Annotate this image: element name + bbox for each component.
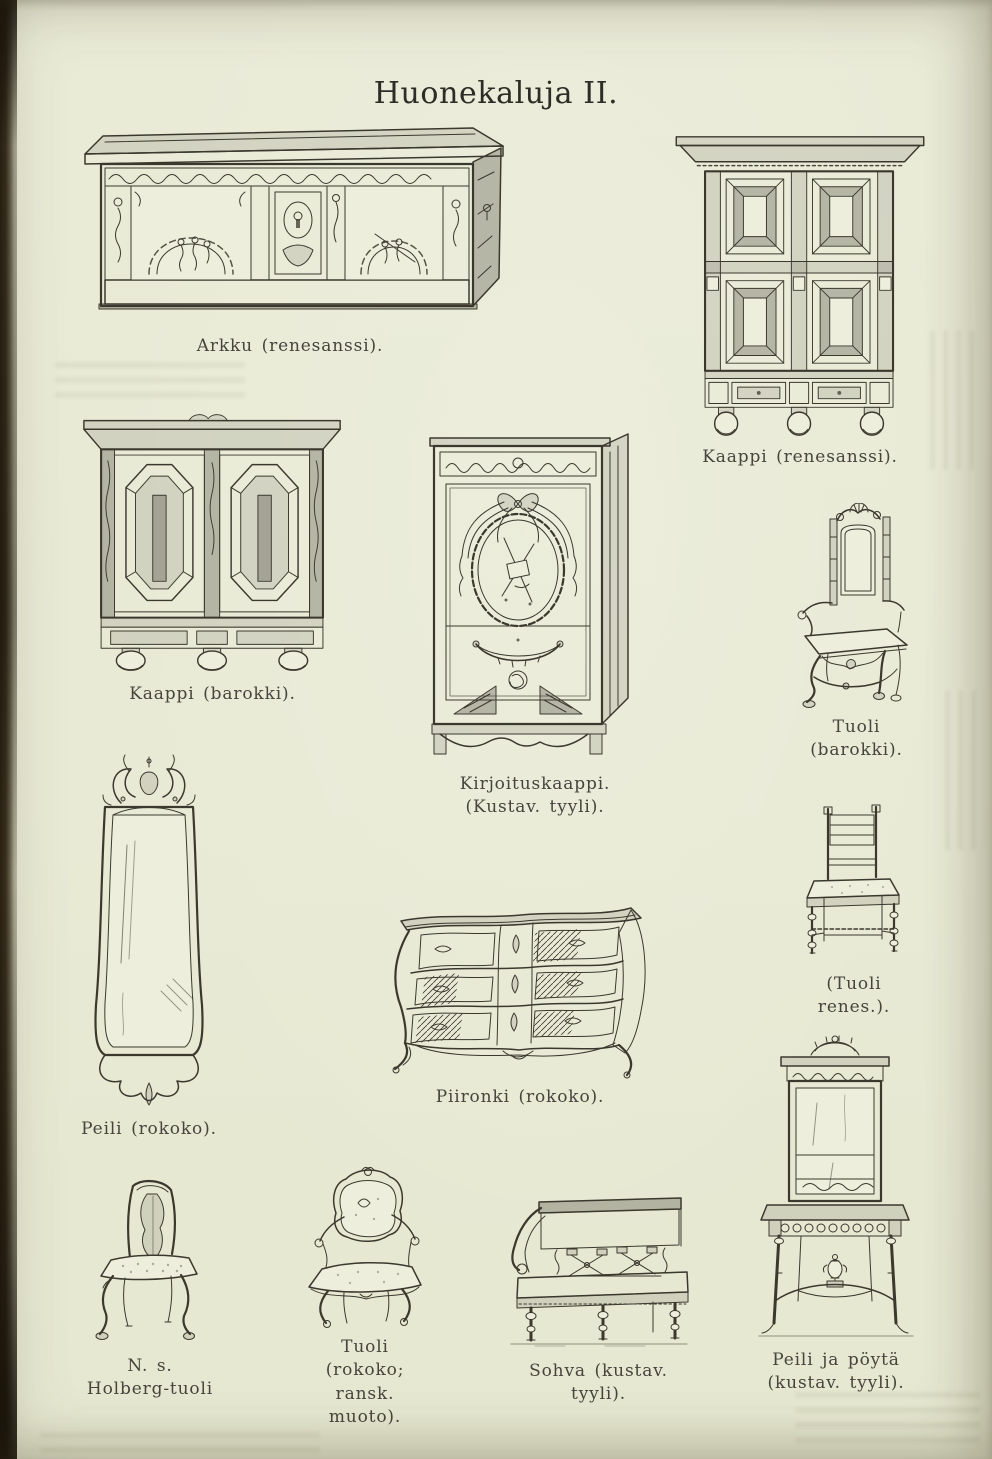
figure-caption-kirjoituskaappi-line2: (Kustav. tyyli). — [465, 797, 605, 818]
figure-holberg-tuoli: N. s. Holberg-tuoli — [83, 1178, 217, 1402]
piironki-engraving — [385, 893, 655, 1080]
piironki-drawing — [392, 907, 646, 1079]
show-through-smudge — [945, 690, 985, 850]
figure-tuoli-rokoko: Tuoli (rokoko; ransk. muoto). — [298, 1163, 432, 1430]
figure-caption-arkku: Arkku (renesanssi). — [196, 336, 384, 356]
figure-kaappi-renesanssi: Kaappi (renesanssi). — [665, 133, 935, 469]
peili-rokoko-engraving — [63, 753, 235, 1110]
figure-sohva: Sohva (kustav. tyyli). — [505, 1188, 692, 1407]
tuoli-barokki-drawing — [797, 503, 908, 708]
figure-kirjoituskaappi: Kirjoituskaappi. (Kustav. tyyli). — [420, 418, 650, 820]
figure-caption-peili-rokoko: Peili (rokoko). — [81, 1119, 217, 1139]
show-through-smudge — [55, 362, 245, 398]
tuoli-renessanssi-drawing — [806, 804, 900, 955]
figure-kaappi-barokki: Kaappi (barokki). — [70, 413, 355, 706]
figure-tuoli-renessanssi: (Tuoli renes.). — [798, 803, 910, 1020]
kaappi-renesanssi-drawing — [675, 136, 925, 436]
tuoli-renessanssi-engraving — [798, 803, 910, 965]
figure-peili-ja-poyta: Peili ja pöytä (kustav. tyyli). — [755, 1033, 917, 1396]
figure-caption-tuoli-barokki: Tuoli (barokki). — [810, 717, 903, 761]
figure-caption-peili-ja-poyta-line1: Peili ja pöytä — [772, 1350, 900, 1370]
figure-caption-holberg-tuoli: N. s. Holberg-tuoli — [86, 1356, 214, 1400]
peili-rokoko-drawing — [94, 754, 204, 1106]
kirjoituskaappi-drawing — [429, 433, 629, 755]
holberg-tuoli-engraving — [83, 1178, 217, 1345]
figure-caption-sohva: Sohva (kustav. tyyli). — [529, 1361, 668, 1405]
kaappi-renesanssi-engraving — [665, 133, 935, 438]
book-binding-edge — [0, 0, 17, 1459]
figure-piironki: Piironki (rokoko). — [385, 893, 655, 1109]
arkku-engraving — [75, 122, 505, 327]
holberg-tuoli-drawing — [95, 1180, 198, 1340]
figure-caption-kirjoituskaappi-line1: Kirjoituskaappi. — [459, 774, 611, 794]
figure-caption-tuoli-rokoko-line1: Tuoli (rokoko; — [325, 1337, 405, 1381]
figure-caption-peili-ja-poyta-line2: (kustav. tyyli). — [767, 1373, 905, 1394]
figure-tuoli-barokki: Tuoli (barokki). — [788, 503, 925, 763]
kaappi-barokki-drawing — [83, 414, 341, 671]
tuoli-rokoko-drawing — [308, 1166, 422, 1328]
arkku-drawing — [84, 127, 504, 310]
kirjoituskaappi-engraving — [420, 418, 650, 765]
figure-arkku: Arkku (renesanssi). — [75, 122, 505, 358]
show-through-smudge — [795, 1392, 980, 1444]
sohva-drawing — [510, 1197, 689, 1347]
peili-ja-poyta-drawing — [758, 1035, 914, 1337]
figure-peili-rokoko: Peili (rokoko). — [63, 753, 235, 1141]
page-title: Huonekaluja II. — [373, 76, 619, 112]
tuoli-barokki-engraving — [788, 503, 925, 710]
figure-caption-piironki: Piironki (rokoko). — [435, 1087, 605, 1107]
figure-caption-tuoli-rokoko-line2: ransk. muoto). — [328, 1383, 402, 1428]
figure-caption-tuoli-renessanssi: (Tuoli renes.). — [817, 974, 891, 1018]
figure-caption-kaappi-barokki: Kaappi (barokki). — [129, 684, 296, 704]
figure-caption-kaappi-renesanssi: Kaappi (renesanssi). — [702, 447, 898, 467]
tuoli-rokoko-engraving — [298, 1163, 432, 1330]
show-through-smudge — [930, 330, 980, 470]
show-through-smudge — [40, 1432, 320, 1454]
peili-ja-poyta-engraving — [755, 1033, 917, 1345]
sohva-engraving — [505, 1188, 692, 1350]
kaappi-barokki-engraving — [70, 413, 355, 675]
